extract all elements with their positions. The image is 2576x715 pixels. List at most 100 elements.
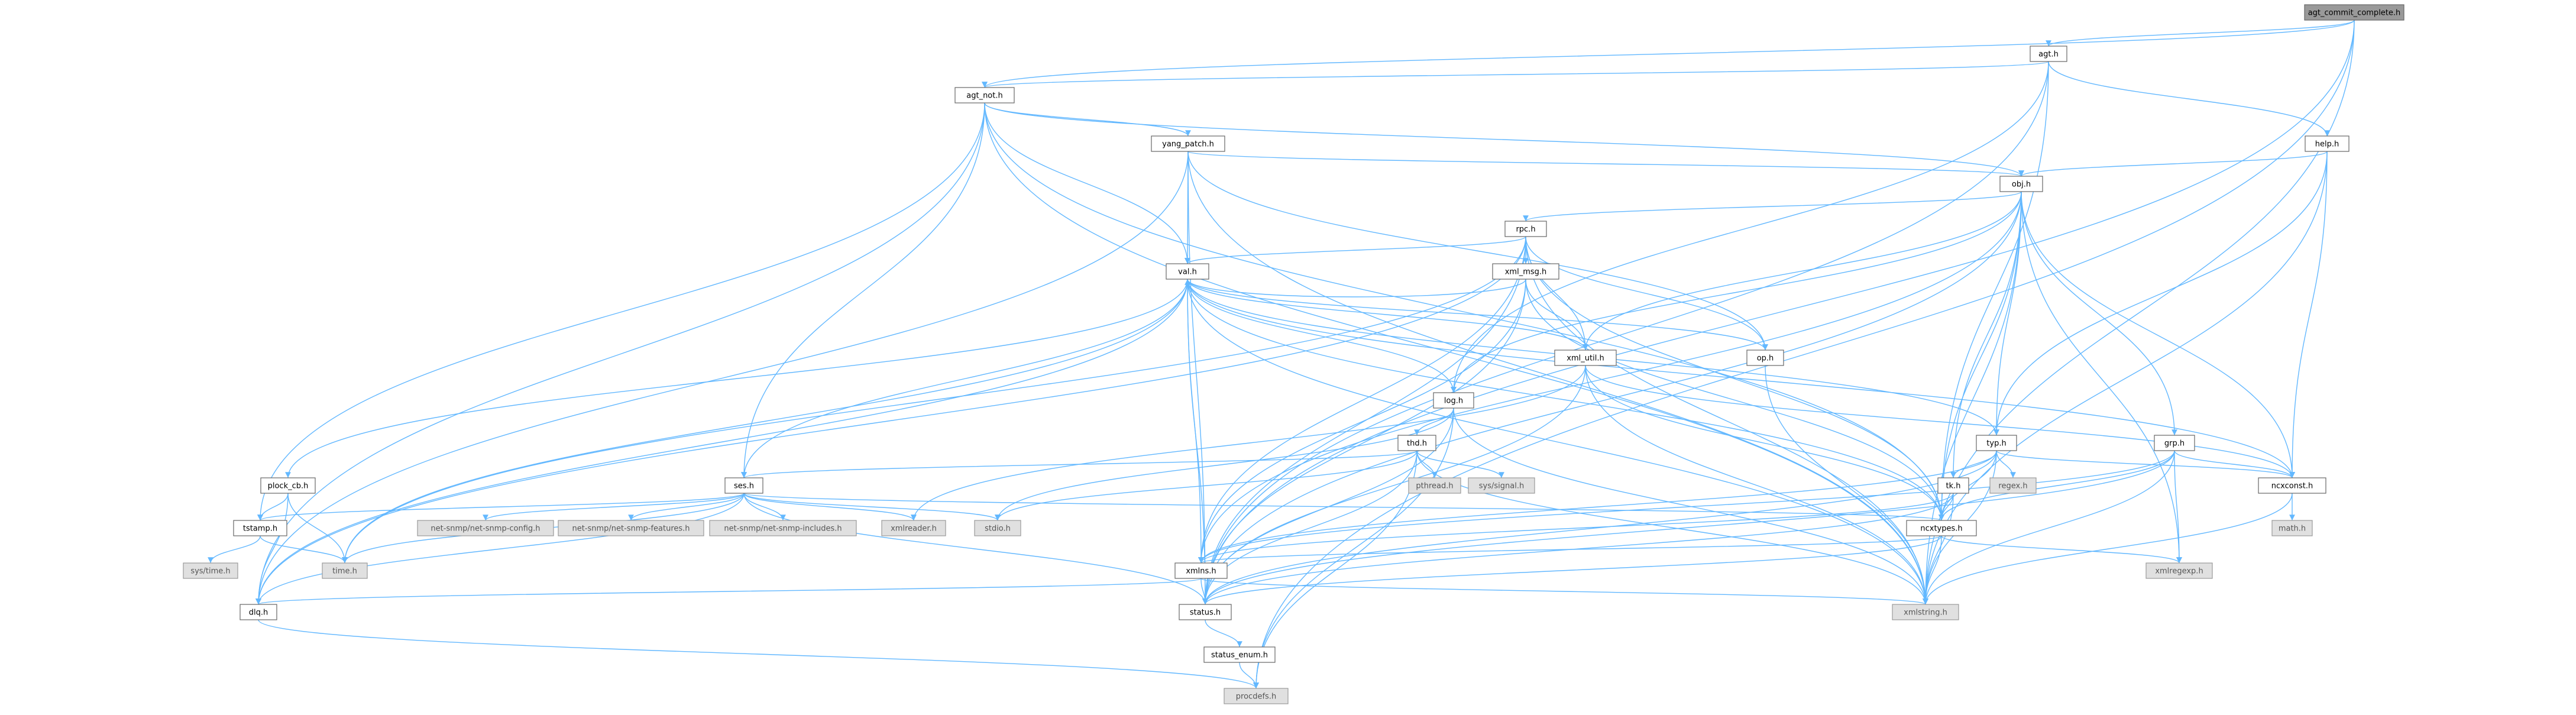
node-tk-h[interactable]: tk.h xyxy=(1937,477,1969,494)
node-box xyxy=(881,520,946,536)
nodes-layer: agt_commit_complete.h agt.h agt_not.h help.… xyxy=(183,4,2405,704)
node-ses-h[interactable]: ses.h xyxy=(724,477,763,494)
edge-agt-commit-complete-h-to-procdefs-h xyxy=(1253,20,2355,689)
edge-typ-h-to-ncxconst-h xyxy=(1996,450,2295,478)
node-box xyxy=(1408,477,1461,494)
node-label: sys/signal.h xyxy=(1479,482,1524,491)
edge-log-h-to-thd-h xyxy=(1414,407,1454,436)
node-label: xml_msg.h xyxy=(1505,268,1547,277)
edge-val-h-to-ncxconst-h xyxy=(1187,279,2295,478)
node-log-h[interactable]: log.h xyxy=(1433,392,1474,409)
node-label: xmlregexp.h xyxy=(2155,567,2203,576)
node-xml-util-h[interactable]: xml_util.h xyxy=(1554,350,1617,366)
node-grp-h[interactable]: grp.h xyxy=(2154,435,2195,451)
edge-op-h-to-xmlstring-h xyxy=(1765,365,1928,605)
node-status-enum-h[interactable]: status_enum.h xyxy=(1203,646,1276,663)
node-ncxconst-h[interactable]: ncxconst.h xyxy=(2258,477,2326,494)
edge-thd-h-to-sys-signal-h xyxy=(1416,450,1504,478)
edge-agt-not-h-to-xmlstring-h xyxy=(984,102,1928,605)
edge-tk-h-to-status-h xyxy=(1202,493,1954,605)
edge-ses-h-to-dlq-h xyxy=(255,493,745,605)
node-box xyxy=(2305,135,2350,152)
node-label: op.h xyxy=(1757,354,1774,363)
node-label: xmlns.h xyxy=(1186,567,1216,576)
node-box xyxy=(417,520,554,536)
node-label: xml_util.h xyxy=(1567,354,1604,363)
node-ncxtypes-h[interactable]: ncxtypes.h xyxy=(1906,520,1977,536)
edge-xml-util-h-to-ncxconst-h xyxy=(1585,365,2295,478)
node-label: obj.h xyxy=(2012,180,2031,189)
edge-xml-msg-h-to-ncxtypes-h xyxy=(1525,279,1944,521)
edge-xmlns-h-to-xmlstring-h xyxy=(1200,578,1928,605)
edge-rpc-h-to-xmlstring-h xyxy=(1525,236,1928,605)
node-xmlns-h[interactable]: xmlns.h xyxy=(1174,562,1228,579)
node-help-h[interactable]: help.h xyxy=(2305,135,2350,152)
node-op-h[interactable]: op.h xyxy=(1746,350,1784,366)
edge-xml-msg-h-to-xml-util-h xyxy=(1525,279,1588,351)
node-box xyxy=(1999,176,2043,192)
edge-agt-not-h-to-tstamp-h xyxy=(257,102,985,521)
edge-obj-h-to-grp-h xyxy=(2021,191,2177,436)
node-box xyxy=(233,520,287,536)
edge-val-h-to-ses-h xyxy=(741,279,1188,478)
node-box xyxy=(183,562,238,579)
node-box xyxy=(322,562,368,579)
node-thd-h[interactable]: thd.h xyxy=(1397,435,1436,451)
node-pthread-h: pthread.h xyxy=(1408,477,1461,494)
node-xml-msg-h[interactable]: xml_msg.h xyxy=(1492,263,1559,280)
node-label: ses.h xyxy=(734,482,754,491)
node-agt-h[interactable]: agt.h xyxy=(2030,46,2067,62)
edge-obj-h-to-xml-util-h xyxy=(1583,191,2022,351)
edge-val-h-to-xml-util-h xyxy=(1187,279,1588,351)
node-xmlreader-h: xmlreader.h xyxy=(881,520,946,536)
node-agt-not-h[interactable]: agt_not.h xyxy=(954,87,1015,103)
node-box xyxy=(1504,221,1547,237)
node-yang-patch-h[interactable]: yang_patch.h xyxy=(1151,135,1225,152)
node-label: agt.h xyxy=(2038,50,2059,59)
node-rpc-h[interactable]: rpc.h xyxy=(1504,221,1547,237)
node-box xyxy=(1174,562,1228,579)
edge-obj-h-to-xmlns-h xyxy=(1198,191,2022,564)
edge-typ-h-to-regex-h xyxy=(1996,450,2016,478)
node-label: status.h xyxy=(1190,609,1221,617)
node-label: regex.h xyxy=(1998,482,2027,491)
edge-log-h-to-procdefs-h xyxy=(1253,407,1454,689)
node-box xyxy=(1179,604,1232,620)
node-box xyxy=(2030,46,2067,62)
edge-grp-h-to-xmlstring-h xyxy=(1923,450,2175,605)
node-xmlregexp-h: xmlregexp.h xyxy=(2145,562,2213,579)
edge-xml-msg-h-to-status-h xyxy=(1202,279,1526,605)
node-status-h[interactable]: status.h xyxy=(1179,604,1232,620)
node-label: help.h xyxy=(2315,140,2339,149)
node-box xyxy=(1937,477,1969,494)
node-obj-h[interactable]: obj.h xyxy=(1999,176,2043,192)
edge-tstamp-h-to-time-h xyxy=(260,535,348,564)
edge-agt-not-h-to-dlq-h xyxy=(255,102,985,605)
node-box xyxy=(1468,477,1535,494)
node-typ-h[interactable]: typ.h xyxy=(1976,435,2017,451)
node-dlq-h[interactable]: dlq.h xyxy=(240,604,277,620)
node-box xyxy=(974,520,1021,536)
node-label: typ.h xyxy=(1986,439,2006,448)
edge-ses-h-to-net-snmp-includes-h xyxy=(743,493,786,521)
node-box xyxy=(2304,4,2405,21)
node-box xyxy=(260,477,316,494)
node-label: agt_not.h xyxy=(966,92,1002,101)
node-sys-signal-h: sys/signal.h xyxy=(1468,477,1535,494)
edge-agt-commit-complete-h-to-agt-not-h xyxy=(982,20,2355,88)
node-plock-cb-h[interactable]: plock_cb.h xyxy=(260,477,316,494)
edge-agt-not-h-to-ncxtypes-h xyxy=(984,102,1944,521)
node-label: procdefs.h xyxy=(1236,693,1276,701)
node-tstamp-h[interactable]: tstamp.h xyxy=(233,520,287,536)
node-label: net-snmp/net-snmp-includes.h xyxy=(724,525,842,533)
node-label: ncxconst.h xyxy=(2271,482,2313,491)
edge-agt-h-to-ncxtypes-h xyxy=(1939,61,2049,521)
node-val-h[interactable]: val.h xyxy=(1166,263,1209,280)
edge-grp-h-to-xmlns-h xyxy=(1198,450,2175,564)
node-agt-commit-complete-h: agt_commit_complete.h xyxy=(2304,4,2405,21)
edge-xmlns-h-to-status-h xyxy=(1200,578,1208,605)
edge-agt-commit-complete-h-to-agt-h xyxy=(2046,20,2355,47)
node-box xyxy=(1554,350,1617,366)
edge-agt-not-h-to-ses-h xyxy=(741,102,985,478)
node-box xyxy=(1224,688,1289,704)
